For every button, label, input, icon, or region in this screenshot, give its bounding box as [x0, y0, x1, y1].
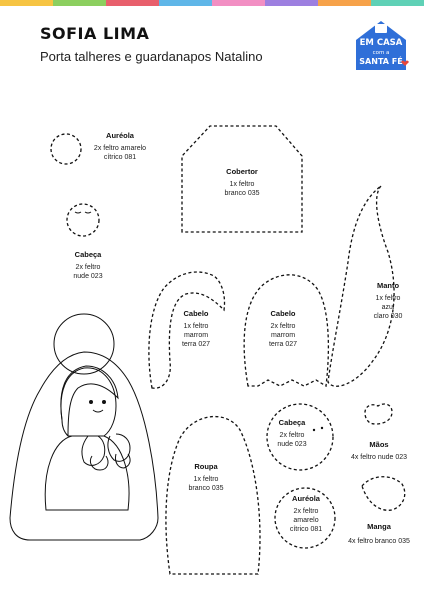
piece-label-aureola-2: Auréola 2x feltro amarelo cítrico 081 — [268, 494, 344, 534]
page-title: SOFIA LIMA — [40, 24, 150, 43]
doll-hand-right — [115, 453, 131, 469]
piece-desc: cítrico 081 — [289, 526, 323, 533]
manto-pattern — [327, 185, 395, 387]
piece-label-manga: Manga 4x feltro branco 035 — [334, 522, 424, 546]
piece-desc: azul — [381, 304, 395, 311]
cabelo-1x-pattern — [148, 271, 226, 389]
piece-name: Cabelo — [270, 309, 296, 318]
piece-desc: 4x feltro branco 035 — [348, 538, 410, 545]
cabeca-pattern — [66, 203, 100, 237]
assembled-doll-illustration — [9, 313, 159, 541]
piece-desc: cítrico 081 — [103, 154, 137, 161]
cabeca-2-pattern — [266, 403, 334, 471]
piece-desc: branco 035 — [224, 190, 260, 197]
doll-hair — [60, 365, 119, 437]
doll-mantle — [9, 351, 159, 541]
doll-sleeve-left — [81, 435, 106, 466]
piece-name: Mãos — [369, 440, 389, 449]
piece-desc: terra 027 — [268, 341, 298, 348]
piece-desc: 1x feltro — [375, 295, 401, 302]
piece-desc: nude 023 — [277, 441, 307, 448]
doll-sleeve-right — [107, 433, 131, 462]
manga-pattern — [361, 476, 406, 511]
color-strip-segment — [0, 0, 53, 6]
piece-desc: branco 035 — [188, 485, 224, 492]
piece-desc: 2x feltro — [75, 264, 101, 271]
color-strip-segment — [265, 0, 318, 6]
logo-text-line1: EM CASA — [360, 38, 403, 48]
roupa-pattern — [165, 416, 261, 575]
piece-desc: 4x feltro nude 023 — [350, 454, 408, 461]
piece-label-maos: Mãos 4x feltro nude 023 — [334, 440, 424, 462]
piece-name: Roupa — [194, 462, 218, 471]
doll-hand-left — [89, 455, 109, 471]
aureola-pattern — [50, 133, 82, 165]
color-strip-segment — [318, 0, 371, 6]
page-subtitle: Porta talheres e guardanapos Natalino — [40, 49, 263, 64]
piece-desc: 2x feltro — [293, 508, 319, 515]
piece-label-cabeca-2: Cabeça 2x feltro nude 023 — [254, 418, 330, 449]
logo-text-line2: com a — [373, 50, 390, 56]
piece-desc: terra 027 — [181, 341, 211, 348]
piece-label-aureola: Auréola 2x feltro amarelo cítrico 081 — [80, 131, 160, 162]
piece-label-cabelo-2: Cabelo 2x feltro marrom terra 027 — [245, 309, 321, 349]
piece-label-cabeca: Cabeça 2x feltro nude 023 — [48, 250, 128, 281]
piece-name: Cabeça — [74, 250, 102, 259]
maos-pattern — [364, 403, 393, 425]
piece-name: Auréola — [106, 131, 134, 140]
piece-label-cabelo-1: Cabelo 1x feltro marrom terra 027 — [158, 309, 234, 349]
piece-desc: marrom — [183, 332, 209, 339]
piece-name: Cabeça — [278, 418, 306, 427]
doll-dress — [44, 435, 130, 511]
aureola-2-pattern — [274, 487, 336, 549]
piece-desc: amarelo — [293, 517, 319, 524]
piece-name: Auréola — [292, 494, 320, 503]
piece-label-manto: Manto 1x feltro azul claro 030 — [350, 281, 424, 321]
piece-name: Manto — [376, 281, 400, 290]
piece-desc: 2x feltro — [270, 323, 296, 330]
piece-desc: 1x feltro — [229, 181, 255, 188]
piece-desc: claro 030 — [373, 313, 403, 320]
piece-name: Manga — [367, 522, 391, 531]
piece-name: Cabelo — [183, 309, 209, 318]
piece-label-roupa: Roupa 1x feltro branco 035 — [168, 462, 244, 493]
piece-desc: 1x feltro — [183, 323, 209, 330]
logo-text-line3: SANTA FÉ — [359, 55, 402, 66]
face-eyes-icon — [74, 211, 92, 214]
piece-desc: 2x feltro — [279, 432, 305, 439]
piece-desc: 2x feltro amarelo — [93, 145, 147, 152]
piece-desc: marrom — [270, 332, 296, 339]
cobertor-pattern — [181, 125, 303, 233]
color-strip-segment — [159, 0, 212, 6]
color-strip-segment — [53, 0, 106, 6]
piece-desc: 1x feltro — [193, 476, 219, 483]
color-strip-segment — [106, 0, 159, 6]
color-strip-segment — [212, 0, 265, 6]
piece-name: Cobertor — [226, 167, 258, 176]
color-strip — [0, 0, 424, 6]
color-strip-segment — [371, 0, 424, 6]
cabelo-2x-pattern — [243, 274, 330, 388]
piece-desc: nude 023 — [73, 273, 103, 280]
piece-label-cobertor: Cobertor 1x feltro branco 035 — [202, 167, 282, 198]
doll-face — [60, 367, 117, 437]
house-logo-icon: EM CASA com a SANTA FÉ — [356, 21, 409, 70]
